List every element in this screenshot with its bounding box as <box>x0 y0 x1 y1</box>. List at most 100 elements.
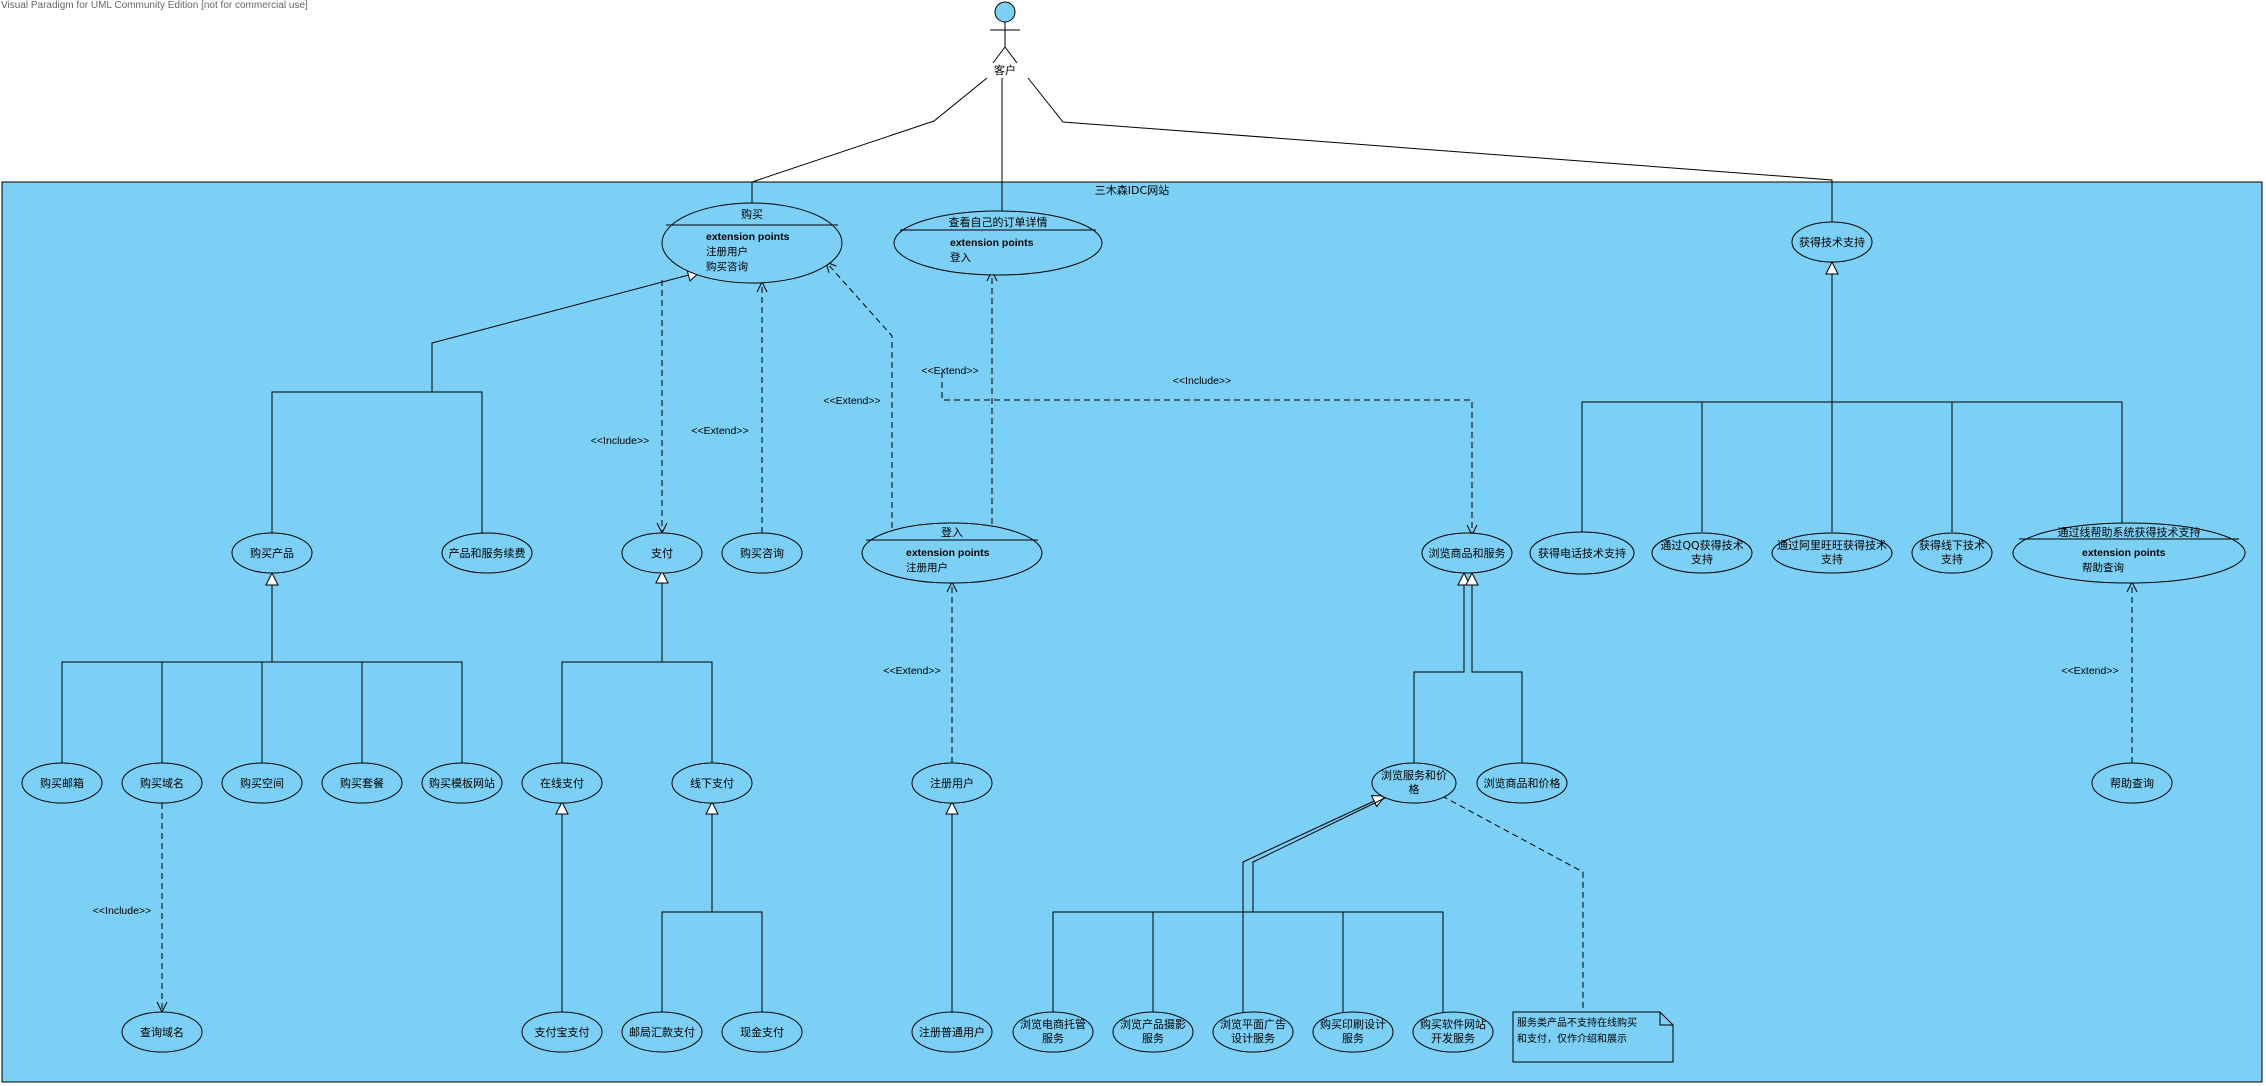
extension-points-heading: extension points <box>950 237 1034 249</box>
extend-label: <<Extend>> <box>823 395 880 407</box>
use-case-name: 服务 <box>1142 1032 1164 1045</box>
use-case-domain[interactable]: 购买域名 <box>121 762 203 804</box>
dependencies <box>162 262 2132 1012</box>
extension-point: 帮助查询 <box>2082 561 2124 574</box>
use-case-name: 浏览平面广告 <box>1220 1017 1286 1031</box>
use-case-browse-goods[interactable]: 浏览商品和价格 <box>1476 762 1568 804</box>
use-case-name: 注册普通用户 <box>919 1025 985 1039</box>
use-case-name: 登入 <box>941 525 963 539</box>
use-case-phone[interactable]: 获得电话技术支持 <box>1529 531 1635 575</box>
use-case-name: 产品和服务续费 <box>449 546 526 560</box>
use-case-helpsys[interactable]: 通过线帮助系统获得技术支持 extension points 帮助查询 <box>2012 522 2246 584</box>
use-case-name: 支付 <box>651 547 673 560</box>
use-case-name: 帮助查询 <box>2110 776 2154 790</box>
extend-label: <<Extend>> <box>921 365 978 377</box>
use-case-template[interactable]: 购买模板网站 <box>421 762 503 804</box>
use-case-alipay[interactable]: 支付宝支付 <box>521 1011 603 1053</box>
actor-customer[interactable]: 客户 <box>990 1 1020 77</box>
use-case-name: 获得电话技术支持 <box>1538 546 1626 560</box>
use-case-name: 开发服务 <box>1431 1031 1475 1045</box>
use-case-login[interactable]: 登入 extension points 注册用户 <box>861 522 1043 584</box>
use-case-name: 浏览商品和价格 <box>1484 776 1561 790</box>
use-case-name: 支持 <box>1691 552 1713 566</box>
use-case-name: 查看自己的订单详情 <box>949 215 1048 229</box>
note-text: 服务类产品不支持在线购买 <box>1517 1016 1637 1029</box>
use-case-photo[interactable]: 浏览产品摄影 服务 <box>1112 1011 1194 1053</box>
use-case-name: 购买咨询 <box>740 546 784 560</box>
use-case-ecommerce[interactable]: 浏览电商托管 服务 <box>1012 1011 1094 1053</box>
include-label: <<Include>> <box>591 435 649 447</box>
use-case-support[interactable]: 获得技术支持 <box>1791 221 1873 263</box>
use-case-name: 注册用户 <box>930 776 974 790</box>
use-case-offline-pay[interactable]: 线下支付 <box>671 762 753 804</box>
use-case-name: 在线支付 <box>540 776 584 790</box>
use-case-aliww[interactable]: 通过阿里旺旺获得技术 支持 <box>1771 532 1893 574</box>
use-case-name: 获得线下技术 <box>1919 538 1985 552</box>
note-text: 和支付，仅作介绍和展示 <box>1517 1032 1627 1045</box>
system-boundary <box>1 181 2263 1083</box>
actor-associations <box>751 77 1833 224</box>
use-case-space[interactable]: 购买空间 <box>221 762 303 804</box>
use-case-browse[interactable]: 浏览商品和服务 <box>1421 532 1513 574</box>
use-case-name: 现金支付 <box>740 1025 784 1039</box>
use-case-pay[interactable]: 支付 <box>621 532 703 574</box>
use-case-buy[interactable]: 购买 extension points 注册用户 购买咨询 <box>661 202 843 284</box>
extension-point: 登入 <box>950 251 971 264</box>
use-case-name: 购买 <box>741 207 763 221</box>
use-case-name: 支持 <box>1821 552 1843 566</box>
use-case-name: 支付宝支付 <box>535 1025 590 1039</box>
use-case-name: 支持 <box>1941 552 1963 566</box>
use-case-name: 购买套餐 <box>340 776 384 790</box>
note[interactable]: 服务类产品不支持在线购买 和支付，仅作介绍和展示 <box>1512 1011 1674 1063</box>
use-case-qq[interactable]: 通过QQ获得技术 支持 <box>1651 532 1753 574</box>
use-case-name: 通过线帮助系统获得技术支持 <box>2058 525 2201 539</box>
use-case-package[interactable]: 购买套餐 <box>321 762 403 804</box>
use-case-query-domain[interactable]: 查询域名 <box>121 1011 203 1053</box>
use-case-cash[interactable]: 现金支付 <box>721 1011 803 1053</box>
extension-points-heading: extension points <box>906 547 990 559</box>
use-case-consult[interactable]: 购买咨询 <box>721 532 803 574</box>
extend-label: <<Extend>> <box>2061 665 2118 677</box>
use-case-renew[interactable]: 产品和服务续费 <box>441 532 533 574</box>
use-case-graphic[interactable]: 浏览平面广告 设计服务 <box>1212 1011 1294 1053</box>
use-case-register[interactable]: 注册用户 <box>911 762 993 804</box>
use-case-name: 购买产品 <box>250 546 294 560</box>
use-case-name: 浏览商品和服务 <box>1429 546 1506 560</box>
use-case-name: 通过QQ获得技术 <box>1660 539 1743 552</box>
extension-points-heading: extension points <box>706 231 790 243</box>
generalizations <box>61 262 2123 1012</box>
use-case-name: 购买模板网站 <box>429 776 495 790</box>
use-case-name: 格 <box>1409 782 1420 796</box>
use-case-help-query[interactable]: 帮助查询 <box>2091 762 2173 804</box>
use-case-browse-service[interactable]: 浏览服务和价 格 <box>1371 762 1457 804</box>
use-case-buy-product[interactable]: 购买产品 <box>231 532 313 574</box>
include-label: <<Include>> <box>1173 375 1231 387</box>
use-case-reg-normal[interactable]: 注册普通用户 <box>911 1011 993 1053</box>
use-case-name: 购买空间 <box>240 776 284 790</box>
use-case-print[interactable]: 购买印刷设计 服务 <box>1312 1011 1394 1053</box>
extension-point: 注册用户 <box>906 561 948 574</box>
use-case-postal[interactable]: 邮局汇款支付 <box>621 1011 703 1053</box>
use-case-name: 服务 <box>1342 1032 1364 1045</box>
use-case-order[interactable]: 查看自己的订单详情 extension points 登入 <box>893 210 1103 276</box>
use-case-name: 浏览电商托管 <box>1020 1017 1086 1031</box>
system-name: 三木森IDC网站 <box>1095 183 1169 197</box>
use-case-name: 邮局汇款支付 <box>629 1025 695 1039</box>
use-case-name: 购买邮箱 <box>40 776 84 790</box>
relation-labels: <<Include>> <<Extend>> <<Extend>> <<Exte… <box>93 365 2119 917</box>
extend-label: <<Extend>> <box>883 665 940 677</box>
use-case-name: 线下支付 <box>690 776 734 790</box>
extension-points-heading: extension points <box>2082 547 2166 559</box>
use-case-software[interactable]: 购买软件网站 开发服务 <box>1412 1011 1494 1053</box>
use-case-name: 浏览服务和价 <box>1381 768 1447 782</box>
extend-label: <<Extend>> <box>691 425 748 437</box>
use-case-name: 设计服务 <box>1231 1032 1275 1045</box>
watermark: Visual Paradigm for UML Community Editio… <box>1 0 308 11</box>
use-case-offline-support[interactable]: 获得线下技术 支持 <box>1911 532 1993 574</box>
actor-head <box>994 1 1016 23</box>
use-case-mailbox[interactable]: 购买邮箱 <box>21 762 103 804</box>
use-case-name: 购买软件网站 <box>1420 1017 1486 1031</box>
use-case-name: 获得技术支持 <box>1799 235 1865 249</box>
use-case-name: 服务 <box>1042 1032 1064 1045</box>
use-case-online-pay[interactable]: 在线支付 <box>521 762 603 804</box>
